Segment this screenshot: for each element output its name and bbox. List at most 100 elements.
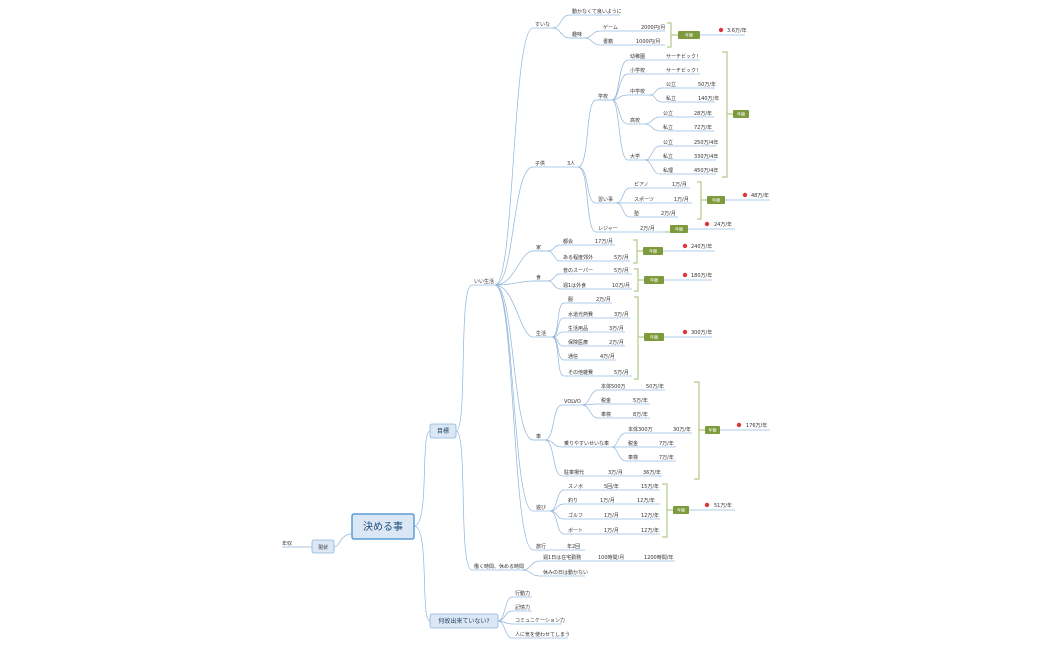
tsukin-cost: 4万/月 bbox=[600, 354, 615, 360]
shumi-label: 趣味 bbox=[572, 31, 582, 38]
group-ie: 家 都会 17万/月 ある程度郊外 5万/月 年額 240万/年 bbox=[533, 238, 715, 264]
ko-pri-label: 私立 bbox=[663, 124, 673, 131]
gakko-tag[interactable] bbox=[733, 110, 749, 118]
seikatsu-label: 生活 bbox=[536, 330, 546, 337]
boat-label: ボート bbox=[568, 527, 583, 534]
skill-1: 記憶力 bbox=[515, 604, 530, 611]
topic-hataraki[interactable]: 働く時間、休める時間 bbox=[472, 563, 524, 571]
tsuri-cost: 1万/月 bbox=[600, 498, 615, 504]
piano-label: ピアノ bbox=[634, 182, 649, 188]
shoku-tag[interactable] bbox=[644, 276, 664, 284]
leisure-cost: 2万/月 bbox=[640, 226, 655, 232]
volvo-honta-cost: 50万/年 bbox=[646, 383, 664, 390]
hoken-cost: 2万/月 bbox=[609, 340, 624, 346]
group-seikatsu: 生活 服 2万/月 水道光熱費 3万/月 生活用品 3万/月 保険医療 2万/月… bbox=[533, 296, 712, 380]
juku-cost: 2万/月 bbox=[661, 211, 676, 217]
aru-label: ある程度郊外 bbox=[563, 254, 593, 261]
fam-honta-cost: 30万/年 bbox=[673, 426, 691, 433]
shoku-label: 食 bbox=[536, 274, 541, 281]
narai-tag[interactable] bbox=[707, 196, 725, 204]
skill-list: 行動力 記憶力 コミュニケーション力 人に気を使わせてしまう bbox=[512, 590, 570, 639]
ko-pri-val: 72万/年 bbox=[694, 124, 712, 131]
sumaho-label: スノボ bbox=[568, 483, 583, 490]
koko-label: 高校 bbox=[630, 117, 640, 124]
skill-0: 行動力 bbox=[515, 590, 530, 597]
group-kodomo: 子供 3人 学校 幼稚園 サーチビック！ 小学校 サーチビック！ 中学校 公立 … bbox=[533, 51, 770, 233]
shumi-sum: 3.6万/年 bbox=[727, 27, 747, 34]
topic-iikurashi[interactable]: いい生活 bbox=[472, 278, 495, 286]
kakutoku-node[interactable] bbox=[429, 613, 499, 629]
suido-label: 水道光熱費 bbox=[568, 311, 593, 318]
hoken-label: 保険医療 bbox=[568, 339, 588, 346]
gaishoku-cost: 10万/月 bbox=[612, 283, 630, 289]
mokuhyo-node[interactable] bbox=[429, 423, 457, 439]
sonota-cost: 5万/月 bbox=[614, 370, 629, 376]
shoku-sum: 180万/年 bbox=[691, 272, 712, 279]
shoseki-label: 書籍 bbox=[603, 38, 613, 45]
game-cost: 2000円/月 bbox=[641, 25, 665, 31]
sumaho-cost: 5回/年 bbox=[604, 483, 619, 490]
group-sukina: すいな 動かなくて良いように 趣味 ゲーム 2000円/月 書籍 1000円/月… bbox=[533, 8, 747, 48]
shogakko-val: サーチビック！ bbox=[666, 67, 701, 74]
volvo-honta: 本体500万 bbox=[601, 383, 626, 390]
chu-pri-label: 私立 bbox=[666, 95, 676, 102]
narai-dot bbox=[742, 192, 748, 198]
kuruma-tag[interactable] bbox=[705, 426, 720, 434]
kodomo-label: 子供 bbox=[535, 160, 545, 167]
chu-pri-val: 140万/年 bbox=[698, 95, 719, 102]
shoseki-cost: 1000円/月 bbox=[636, 39, 660, 45]
shumi-tag[interactable] bbox=[678, 31, 700, 39]
hataraki-label: 働く時間、休める時間 bbox=[474, 563, 524, 570]
kuruma-dot bbox=[736, 422, 742, 428]
leisure-label: レジャー bbox=[598, 226, 618, 232]
ie-label: 家 bbox=[536, 244, 541, 251]
volvo-sha: 車検 bbox=[601, 411, 611, 418]
asobi-tag[interactable] bbox=[673, 506, 689, 514]
skill-3: 人に気を使わせてしまう bbox=[515, 631, 570, 638]
ie-tag[interactable] bbox=[643, 247, 663, 255]
fam-honta: 本体300万 bbox=[628, 426, 653, 433]
tokai-label: 都会 bbox=[563, 238, 573, 245]
leisure-tag[interactable] bbox=[670, 225, 688, 233]
shu-label: 週1日は在宅勤務 bbox=[543, 554, 581, 561]
volvo-zei-cost: 5万/年 bbox=[633, 397, 648, 404]
juku-label: 塾 bbox=[634, 210, 639, 217]
sukina-label: すいな bbox=[535, 21, 550, 28]
tsuri-label: 釣り bbox=[568, 497, 578, 504]
skill-2: コミュニケーション力 bbox=[515, 617, 565, 624]
golf-year: 12万/年 bbox=[641, 512, 659, 519]
iikurashi-label: いい生活 bbox=[474, 278, 494, 285]
asobi-dot bbox=[704, 502, 710, 508]
seikatsu-dot bbox=[682, 329, 688, 335]
chugakko-label: 中学校 bbox=[630, 88, 645, 95]
nenshu-label: 年収 bbox=[282, 540, 292, 547]
super-label: 普のスーパー bbox=[563, 267, 593, 274]
ryoko-label: 旅行 bbox=[536, 543, 546, 550]
ugokanai-label: 動かなくて良いように bbox=[572, 8, 622, 15]
fam-gas: 駐車場代 bbox=[564, 469, 584, 476]
leisure-sum: 24万/年 bbox=[714, 221, 732, 228]
leisure-tag-label: 年額 bbox=[675, 226, 683, 232]
kuruma-label: 車 bbox=[536, 433, 541, 440]
ryoko-cost: 年2回 bbox=[567, 543, 580, 550]
root-node[interactable] bbox=[351, 513, 415, 540]
genjo-node[interactable] bbox=[311, 539, 335, 554]
narai-sum: 48万/年 bbox=[751, 192, 769, 199]
group-hataraki: 週1日は在宅勤務 100時間/月 1200時間/年 休みの日は動かない bbox=[540, 554, 675, 577]
fuku-cost: 2万/月 bbox=[596, 297, 611, 303]
naraigoto-label: 習い事 bbox=[598, 196, 613, 203]
ko-pub-val: 28万/年 bbox=[694, 110, 712, 117]
seikatsu-tag[interactable] bbox=[644, 333, 664, 341]
sumaho-year: 15万/年 bbox=[641, 483, 659, 490]
volvo-sha-cost: 8万/年 bbox=[633, 411, 648, 418]
golf-label: ゴルフ bbox=[568, 512, 583, 519]
dai-sci-val: 450万/4年 bbox=[694, 167, 718, 174]
asobi-label: 遊び bbox=[536, 504, 546, 511]
ie-tag-label: 年額 bbox=[649, 248, 657, 254]
fam-sha: 車検 bbox=[628, 454, 638, 461]
seikatsu-sum: 300万/年 bbox=[691, 329, 712, 336]
sonota-label: その他雑費 bbox=[568, 369, 593, 376]
kodomo-n: 3人 bbox=[567, 161, 575, 167]
gakko-tag-label: 年額 bbox=[737, 111, 745, 117]
